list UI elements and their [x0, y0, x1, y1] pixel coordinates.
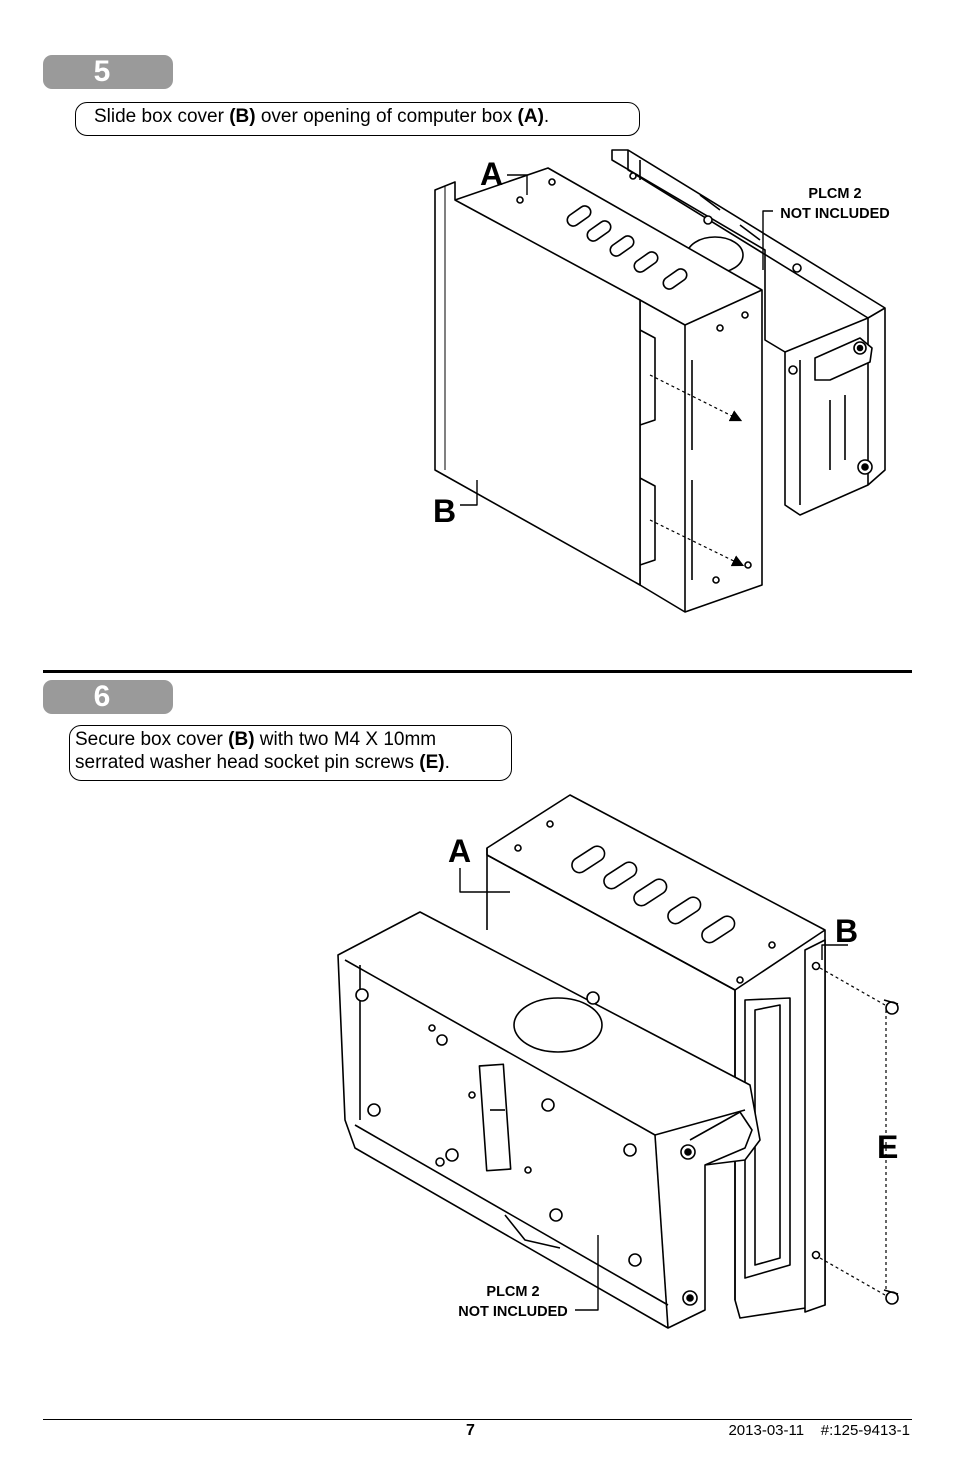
- instruction-bold: (B): [228, 729, 255, 750]
- label-e: E: [877, 1129, 898, 1165]
- step-5-instruction: Slide box cover (B) over opening of comp…: [75, 102, 640, 136]
- slide-direction-arrows: [649, 374, 745, 567]
- plcm-device-illustration: [611, 149, 886, 516]
- screw-e-illustrations: [819, 967, 899, 1305]
- footer-divider: [43, 1419, 912, 1420]
- plcm-note-line2: NOT INCLUDED: [780, 206, 890, 222]
- plcm-note-line1: PLCM 2: [486, 1284, 539, 1300]
- box-cover-b-illustration: [434, 181, 641, 586]
- computer-box-a-illustration: [454, 167, 763, 613]
- instruction-text: over opening of computer box: [255, 106, 518, 127]
- step-5-badge: 5: [43, 55, 173, 89]
- step-6-badge: 6: [43, 680, 173, 714]
- instruction-text: serrated washer head socket pin screws: [75, 752, 420, 773]
- plcm-note-line2: NOT INCLUDED: [458, 1304, 568, 1320]
- section-divider: [43, 670, 912, 673]
- instruction-text: .: [543, 106, 550, 127]
- instruction-text: .: [444, 752, 450, 773]
- label-b: B: [835, 913, 858, 949]
- instruction-text: with two M4 X 10mm: [254, 729, 437, 750]
- instruction-bold: (A): [517, 106, 544, 127]
- footer-doc-number: #:125-9413-1: [820, 1422, 910, 1439]
- step-6-instruction: Secure box cover (B) with two M4 X 10mm …: [69, 725, 512, 781]
- footer-date: 2013-03-11: [728, 1422, 805, 1439]
- label-a: A: [480, 156, 503, 192]
- box-cover-b-illustration: [804, 939, 826, 1313]
- label-leader-lines: [460, 174, 773, 506]
- label-leader-lines: [459, 868, 848, 1311]
- computer-box-a-illustration: [486, 794, 826, 1319]
- instruction-text: Secure box cover: [75, 729, 229, 750]
- plcm-device-illustration: [337, 911, 761, 1329]
- instruction-text: Slide box cover: [94, 106, 230, 127]
- plcm-note-line1: PLCM 2: [808, 186, 861, 202]
- instruction-bold: (B): [229, 106, 256, 127]
- step-5-number: 5: [93, 55, 111, 88]
- instruction-bold: (E): [419, 752, 445, 773]
- step-6-figure: [337, 794, 899, 1329]
- step-6-number: 6: [93, 680, 111, 713]
- page-number: 7: [466, 1422, 475, 1439]
- step-5-figure: [434, 149, 886, 613]
- footer-doc-info: 2013-03-11 #:125-9413-1: [728, 1422, 910, 1439]
- label-b: B: [433, 493, 456, 529]
- label-a: A: [448, 833, 471, 869]
